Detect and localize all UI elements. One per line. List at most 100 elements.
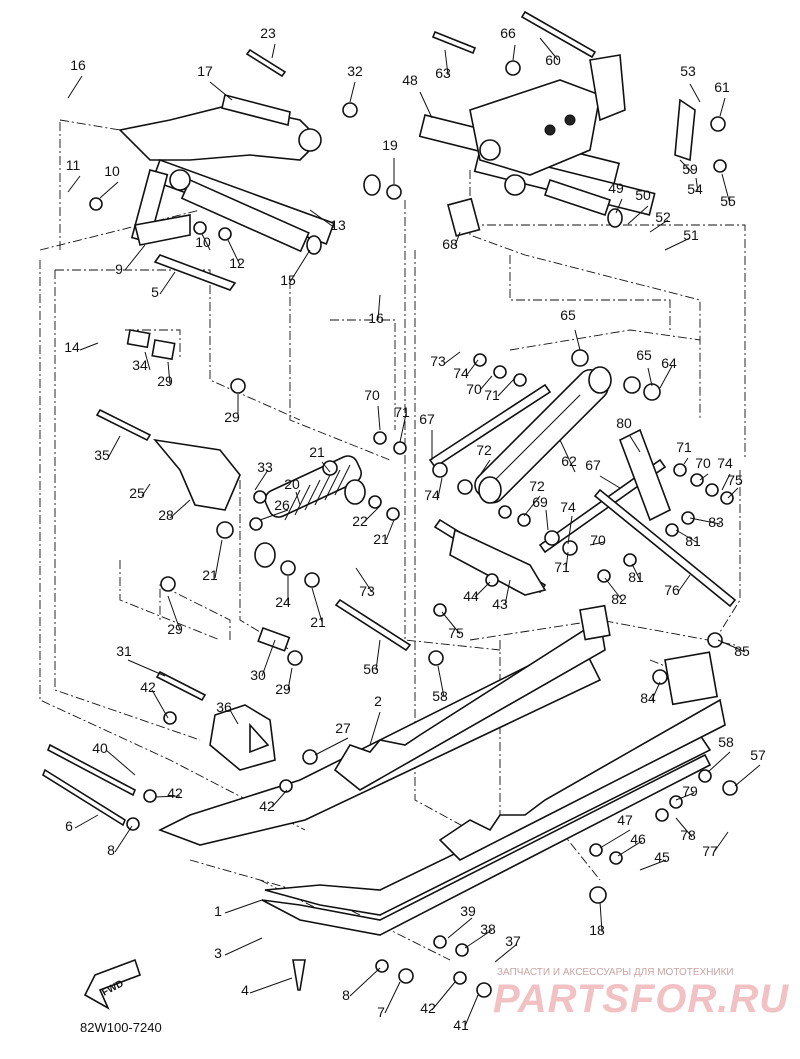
callout-number: 39 [460,903,476,919]
reference-lines [39,119,746,961]
callout-number: 75 [448,625,464,641]
callout-number: 29 [157,373,173,389]
callout-number: 49 [608,180,624,196]
callout-number: 83 [708,514,724,530]
callout-number: 11 [66,157,81,173]
callout-number: 14 [64,339,80,355]
callout-number: 27 [335,720,351,736]
callout-number: 42 [167,785,183,801]
callout-number: 36 [216,699,232,715]
callout-number: 5 [151,284,159,300]
callout-number: 10 [104,163,120,179]
callout-number: 31 [116,643,132,659]
callout-number: 76 [664,582,680,598]
callout-number: 50 [635,187,651,203]
callout-number: 30 [250,667,266,683]
fwd-arrow-icon [83,958,142,1010]
callout-number: 44 [463,588,479,604]
callout-number: 85 [734,643,750,659]
callout-number: 67 [419,411,435,427]
brackets [153,438,547,771]
callout-number: 55 [720,193,736,209]
callout-number: 21 [310,614,326,630]
callout-number: 74 [717,455,733,471]
callout-number: 79 [682,783,698,799]
callout-number: 29 [224,409,240,425]
callout-number: 26 [274,497,290,513]
callout-number: 2 [374,693,382,709]
small-hardware [89,60,738,998]
callout-number: 63 [435,65,451,81]
callout-number: 62 [561,453,577,469]
callout-number: 72 [529,478,545,494]
front-suspension-arm [118,94,381,291]
callout-number: 81 [685,533,701,549]
callout-number: 71 [394,404,410,420]
callout-number: 20 [284,476,300,492]
callout-number: 7 [377,1004,385,1020]
callout-number: 43 [492,596,508,612]
callout-number: 1 [214,903,222,919]
callout-number: 3 [214,945,222,961]
callout-number: 65 [560,307,576,323]
callout-number: 22 [352,513,368,529]
callout-number: 70 [466,381,482,397]
watermark: ЗАПЧАСТИ И АКСЕССУАРЫ ДЛЯ МОТОТЕХНИКИ PA… [493,967,789,1021]
callout-number: 68 [442,236,458,252]
callout-number: 9 [115,261,123,277]
callout-number: 21 [202,567,218,583]
callout-number: 8 [107,842,115,858]
callout-number: 29 [275,681,291,697]
callout-number: 34 [132,357,148,373]
callout-number: 73 [359,583,375,599]
callout-number: 84 [640,690,656,706]
callout-number: 51 [683,227,699,243]
watermark-caption: ЗАПЧАСТИ И АКСЕССУАРЫ ДЛЯ МОТОТЕХНИКИ [497,967,734,978]
callout-number: 53 [680,63,696,79]
callout-number: 42 [140,679,156,695]
callout-number: 74 [560,499,576,515]
callout-number: 71 [484,387,500,403]
watermark-logo: PARTSFOR.RU [493,977,789,1021]
callout-number: 80 [616,415,632,431]
callout-number: 52 [655,209,671,225]
callout-number: 78 [680,827,696,843]
callout-number: 23 [260,25,276,41]
callout-number: 67 [585,457,601,473]
callout-number: 58 [718,734,734,750]
front-shock-absorber [254,455,366,568]
callout-number: 41 [453,1017,469,1033]
callout-number: 64 [661,355,677,371]
callout-number: 58 [432,688,448,704]
callout-number: 60 [545,52,561,68]
callout-number: 73 [430,353,446,369]
callout-number: 6 [65,818,73,834]
callout-number: 42 [259,798,275,814]
callout-number: 61 [714,79,730,95]
callout-number: 70 [364,387,380,403]
callout-number: 13 [330,217,346,233]
callout-number: 21 [309,444,325,460]
callout-number: 24 [275,594,291,610]
callout-number: 82 [611,591,627,607]
callout-number: 77 [702,843,718,859]
callout-number: 16 [70,57,86,73]
callout-number: 65 [636,347,652,363]
callout-number: 18 [589,922,605,938]
callout-number: 15 [280,272,296,288]
callout-number: 57 [750,747,766,763]
callout-number: 8 [342,987,350,1003]
callout-number: 37 [505,933,521,949]
callout-number: 17 [197,63,213,79]
callout-number: 47 [617,812,633,828]
callout-number: 4 [241,982,249,998]
callout-number: 59 [682,161,698,177]
callout-number: 69 [532,494,548,510]
callout-number: 70 [695,455,711,471]
callout-number: 33 [257,459,273,475]
callout-number: 29 [167,621,183,637]
callout-number: 74 [453,365,469,381]
